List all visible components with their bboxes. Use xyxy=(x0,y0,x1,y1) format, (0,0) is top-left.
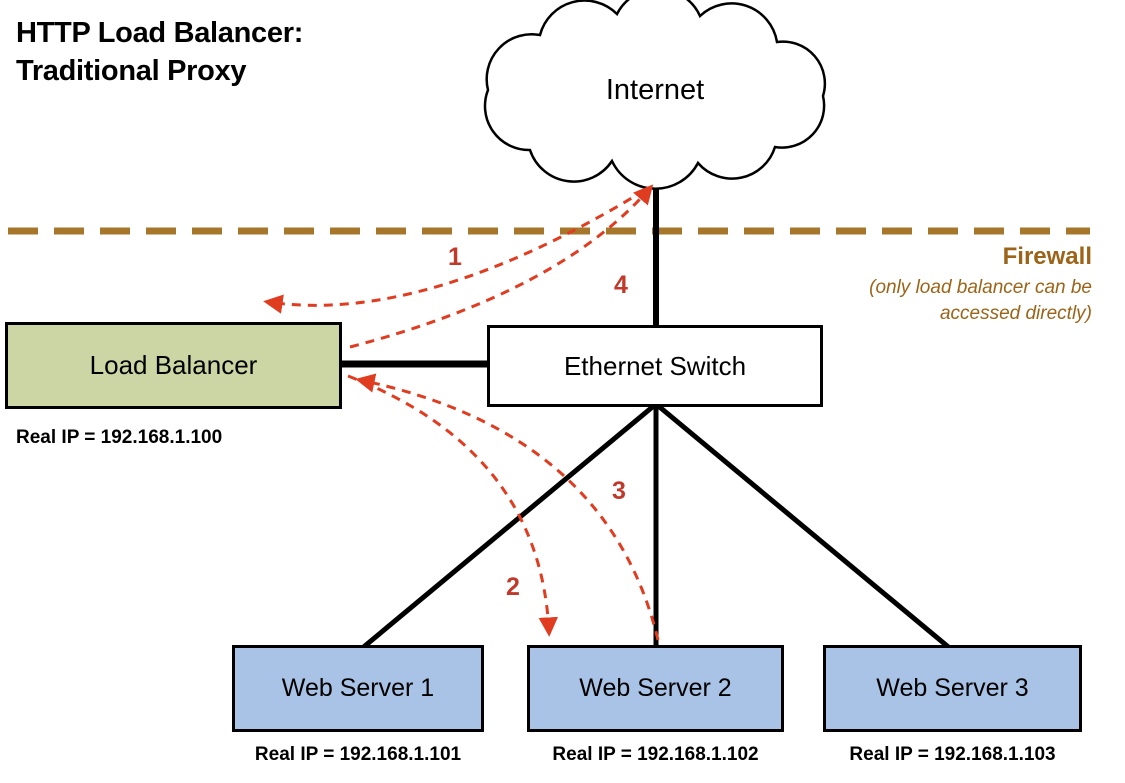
web-server-2-real-ip: Real IP = 192.168.1.102 xyxy=(552,744,759,765)
load-balancer-label: Load Balancer xyxy=(89,350,258,380)
firewall-note-line1: (only load balancer can be xyxy=(869,277,1092,298)
load-balancer-real-ip: Real IP = 192.168.1.100 xyxy=(16,427,223,448)
load-balancer-node: Load Balancer xyxy=(5,322,342,409)
web-server-3-label: Web Server 3 xyxy=(876,674,1029,702)
flow-step-2-label: 2 xyxy=(506,573,520,601)
flow-arrow-2-loadbalancer-to-webserver2 xyxy=(347,374,559,637)
internet-cloud xyxy=(483,0,827,190)
web-server-2-node: Web Server 2 xyxy=(527,645,784,732)
firewall-note-line2: accessed directly) xyxy=(939,302,1092,324)
web-server-1-label: Web Server 1 xyxy=(281,674,435,702)
flow-arrow-4-loadbalancer-to-internet xyxy=(349,184,654,349)
line-switch-webserver1 xyxy=(358,402,658,652)
flow-arrow-1-internet-to-loadbalancer xyxy=(263,188,646,314)
ethernet-switch-node: Ethernet Switch xyxy=(487,325,823,407)
ethernet-switch-label: Ethernet Switch xyxy=(563,350,747,381)
page-title-line2: Traditional Proxy xyxy=(16,55,247,88)
line-switch-webserver3 xyxy=(654,402,954,652)
flow-arrow-3-webserver2-to-loadbalancer xyxy=(355,373,660,641)
firewall-label: Firewall xyxy=(1002,243,1092,270)
web-server-3-node: Web Server 3 xyxy=(823,645,1082,732)
web-server-1-real-ip: Real IP = 192.168.1.101 xyxy=(254,744,462,765)
firewall-note: (only load balancer can be accessed dire… xyxy=(770,275,1092,326)
flow-step-3-label: 3 xyxy=(612,477,626,505)
flow-step-4-label: 4 xyxy=(614,271,628,299)
web-server-3-real-ip: Real IP = 192.168.1.103 xyxy=(849,744,1056,765)
flow-step-1-label: 1 xyxy=(448,243,462,271)
page-title: HTTP Load Balancer: Traditional Proxy xyxy=(16,14,303,91)
internet-cloud-label: Internet xyxy=(605,74,705,106)
web-server-2-label: Web Server 2 xyxy=(579,674,732,702)
web-server-1-node: Web Server 1 xyxy=(232,645,484,732)
firewall-label-block: Firewall (only load balancer can be acce… xyxy=(770,243,1092,326)
page-title-line1: HTTP Load Balancer: xyxy=(16,17,304,49)
